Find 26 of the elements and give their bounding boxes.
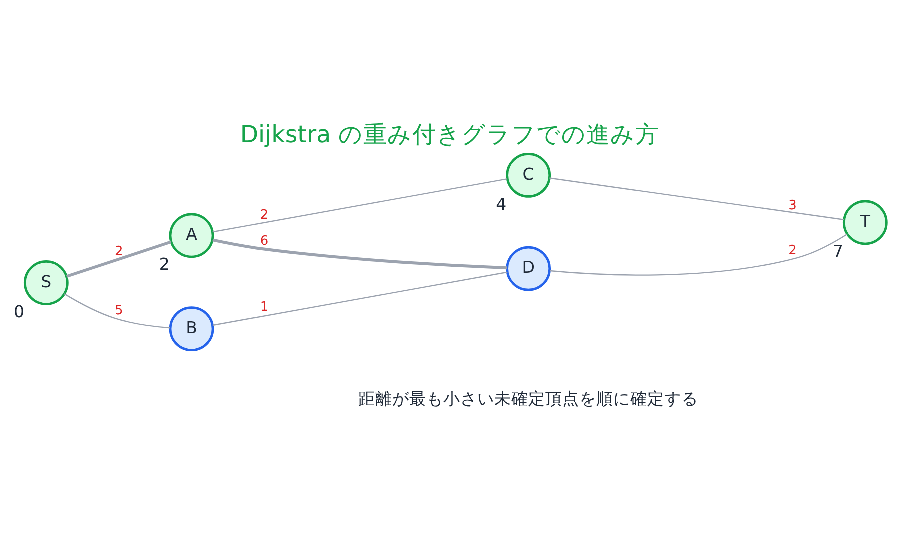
edge-label: 5 (114, 304, 124, 319)
node-label: 2 (159, 255, 170, 274)
edge-label: 3 (788, 198, 797, 214)
edge-label: 2 (114, 244, 124, 260)
edge-label: 2 (788, 243, 797, 258)
caption: 距離が最も小さい未確定頂点を順に確定する (358, 389, 699, 408)
node-circle: A (169, 213, 214, 258)
edge-label: 6 (260, 234, 269, 249)
node-circle: B (169, 306, 214, 352)
connector (212, 178, 508, 233)
node-circle: T (842, 200, 888, 246)
node-circle: C (506, 153, 552, 198)
connector (550, 234, 848, 276)
node-circle: D (506, 246, 552, 292)
connector (66, 240, 172, 278)
connector (550, 178, 844, 220)
node-label: 7 (832, 242, 844, 262)
connector (212, 238, 508, 270)
edge-label: 1 (260, 300, 269, 316)
diagram-title: Dijkstra の重み付きグラフでの進み方 (240, 120, 660, 148)
edge-label: 2 (260, 208, 269, 223)
node-circle: S (24, 260, 69, 306)
connector (64, 294, 170, 329)
node-label: 4 (496, 194, 507, 214)
node-label: 0 (14, 302, 24, 322)
connector (212, 272, 508, 326)
